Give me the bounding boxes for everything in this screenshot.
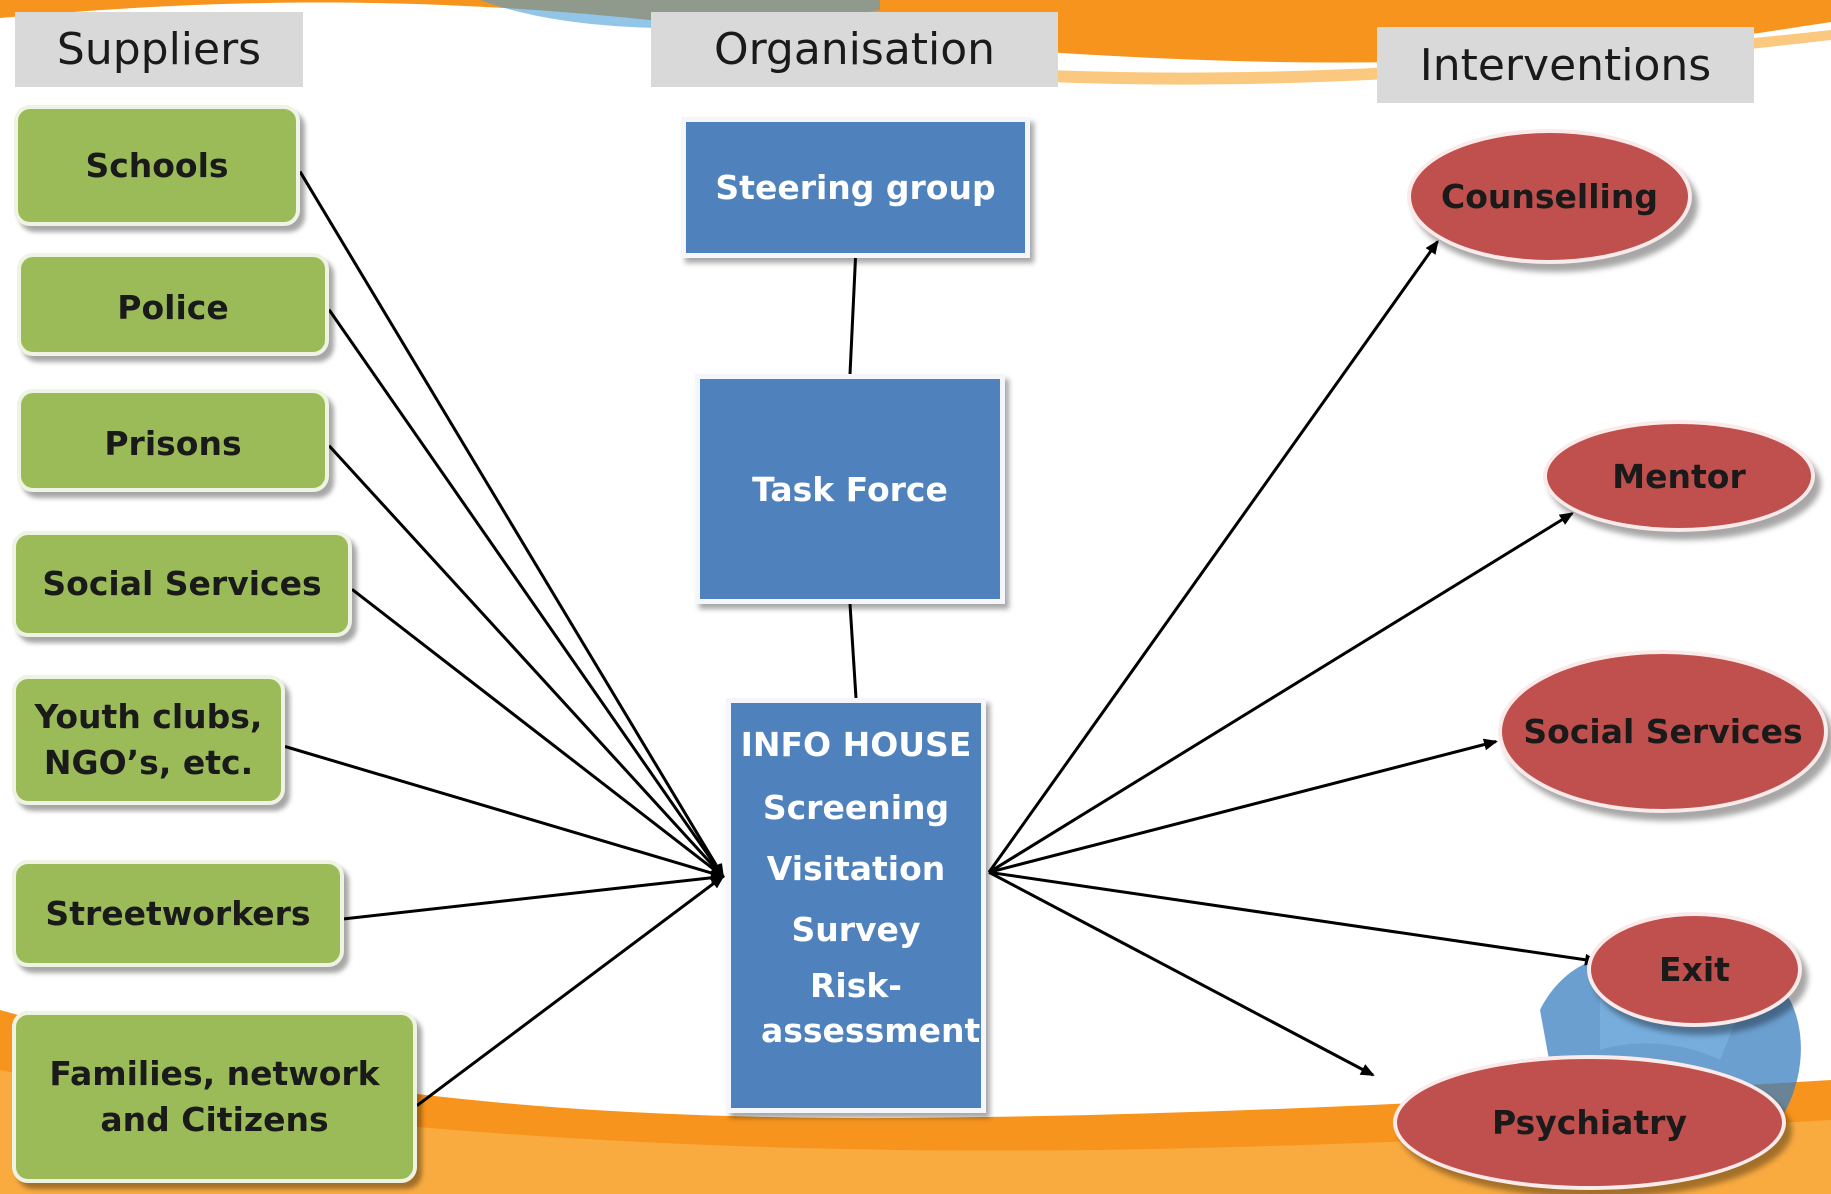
interventions-header: Interventions xyxy=(1377,27,1754,103)
intervention-social-services: Social Services xyxy=(1498,650,1828,813)
organisation-header: Organisation xyxy=(651,12,1058,87)
supplier-schools: Schools xyxy=(14,105,300,226)
intervention-mentor: Mentor xyxy=(1543,420,1815,532)
supplier-social-services: Social Services xyxy=(12,531,352,637)
supplier-prisons: Prisons xyxy=(17,389,329,492)
org-steering-group: Steering group xyxy=(681,117,1030,258)
supplier-streetworkers: Streetworkers xyxy=(12,860,344,967)
intervention-exit: Exit xyxy=(1587,912,1802,1027)
supplier-police: Police xyxy=(17,253,329,356)
supplier-youth-clubs: Youth clubs, NGO’s, etc. xyxy=(12,675,285,805)
info-house-item-visitation: Visitation xyxy=(766,849,946,888)
bottom-banner-light xyxy=(0,1070,1831,1194)
info-house-item-screening: Screening xyxy=(762,788,950,827)
suppliers-header: Suppliers xyxy=(15,12,303,87)
org-task-force: Task Force xyxy=(695,374,1005,604)
supplier-families: Families, network and Citizens xyxy=(12,1011,417,1183)
info-house-item-survey: Survey xyxy=(791,910,921,949)
intervention-counselling: Counselling xyxy=(1407,129,1692,264)
intervention-psychiatry: Psychiatry xyxy=(1393,1055,1786,1190)
org-info-house: INFO HOUSE Screening Visitation Survey R… xyxy=(726,698,986,1113)
info-house-title: INFO HOUSE xyxy=(740,725,972,764)
info-house-item-risk-assessment: Risk-assessment xyxy=(761,966,981,1050)
